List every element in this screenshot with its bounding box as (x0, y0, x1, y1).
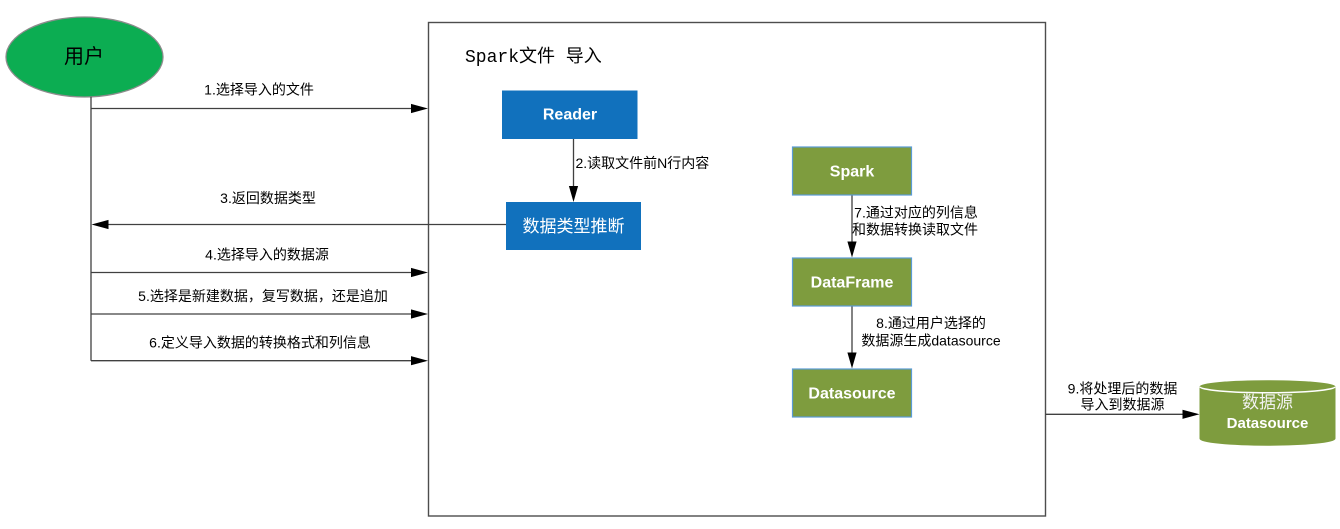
svg-text:数据类型推断: 数据类型推断 (523, 217, 625, 236)
svg-text:Spark文件 导入: Spark文件 导入 (465, 46, 602, 68)
svg-text:Spark: Spark (830, 164, 875, 181)
svg-text:3.返回数据类型: 3.返回数据类型 (220, 190, 316, 206)
svg-text:数据源生成datasource: 数据源生成datasource (861, 333, 1000, 349)
svg-text:用户: 用户 (64, 45, 104, 68)
svg-text:6.定义导入数据的转换格式和列信息: 6.定义导入数据的转换格式和列信息 (149, 335, 371, 351)
svg-text:7.通过对应的列信息: 7.通过对应的列信息 (854, 205, 978, 221)
svg-text:1.选择导入的文件: 1.选择导入的文件 (204, 82, 314, 98)
svg-text:和数据转换读取文件: 和数据转换读取文件 (852, 222, 978, 238)
svg-text:数据源: 数据源 (1242, 393, 1293, 412)
svg-text:DataFrame: DataFrame (811, 275, 894, 292)
svg-text:8.通过用户选择的: 8.通过用户选择的 (876, 315, 986, 331)
svg-text:Reader: Reader (543, 107, 597, 124)
svg-text:5.选择是新建数据，复写数据，还是追加: 5.选择是新建数据，复写数据，还是追加 (138, 288, 388, 304)
svg-text:Datasource: Datasource (1227, 415, 1309, 432)
svg-text:导入到数据源: 导入到数据源 (1081, 397, 1165, 413)
svg-text:4.选择导入的数据源: 4.选择导入的数据源 (205, 247, 329, 263)
svg-text:9.将处理后的数据: 9.将处理后的数据 (1068, 381, 1178, 397)
svg-text:Datasource: Datasource (808, 386, 895, 403)
svg-text:2.读取文件前N行内容: 2.读取文件前N行内容 (576, 155, 710, 171)
